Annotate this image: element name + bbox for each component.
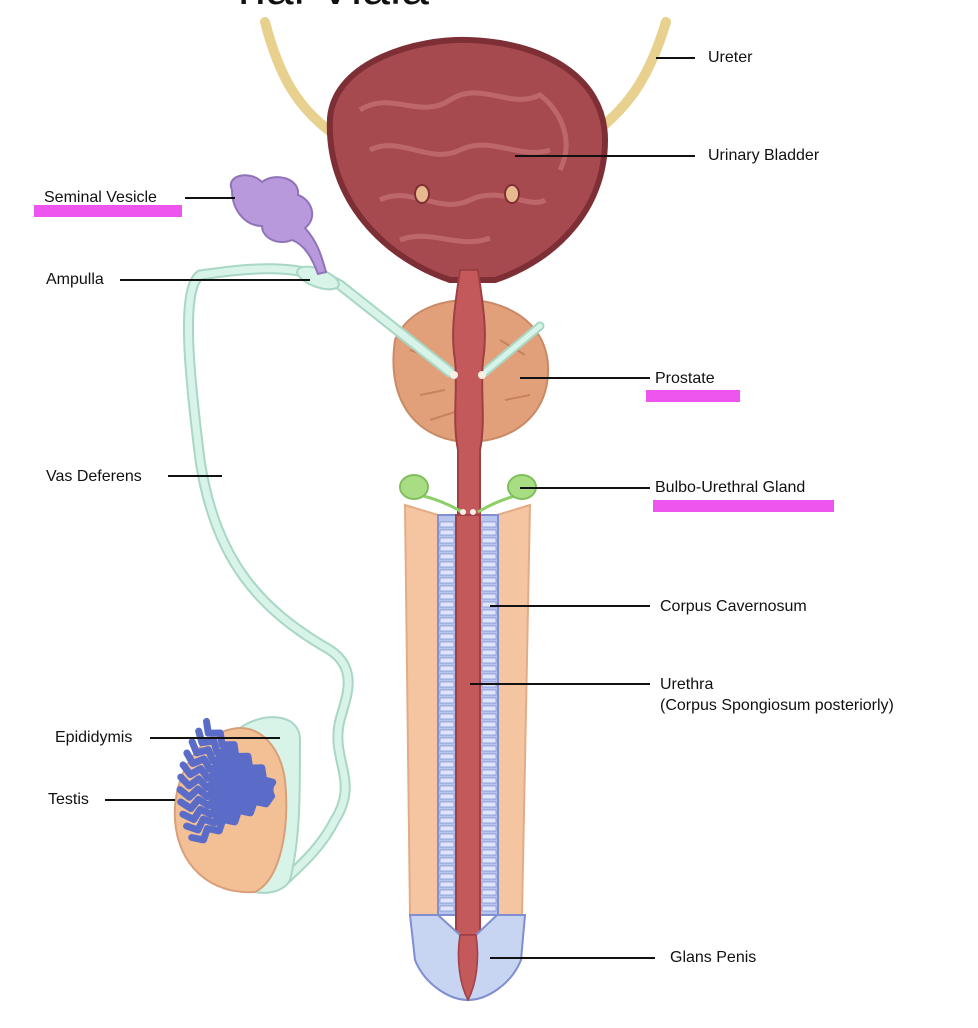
ureter-right [593, 17, 671, 135]
label-seminal-vesicle: Seminal Vesicle [44, 189, 157, 206]
corpus-cavernosum-shape [403, 503, 439, 916]
label-epididymis: Epididymis [55, 729, 133, 746]
label-prostate: Prostate [655, 370, 715, 387]
seminiferous-tubules [176, 717, 277, 844]
label-urinary-bladder: Urinary Bladder [708, 147, 820, 164]
label-ureter: Ureter [708, 49, 753, 66]
urethra-shaft [455, 514, 481, 936]
label-glans-penis: Glans Penis [670, 949, 757, 966]
label-testis: Testis [48, 791, 89, 808]
label-urethra: Urethra [660, 676, 714, 693]
bladder-shape [326, 36, 609, 283]
highlight-bulbo-urethral-gland [653, 500, 834, 512]
spongiosum-segments [439, 521, 497, 912]
highlight-prostate [646, 390, 740, 402]
label-vas-deferens: Vas Deferens [46, 468, 142, 485]
leader-lines [105, 57, 695, 959]
label-urethra-note: (Corpus Spongiosum posteriorly) [660, 697, 894, 714]
bladder-texture [358, 90, 569, 245]
label-bulbo-urethral-gland: Bulbo-Urethral Gland [655, 479, 806, 496]
seminal-vesicle-shape [229, 174, 328, 276]
ureter-left [260, 17, 340, 140]
title-fragment: nal Viala [238, 0, 429, 12]
highlight-seminal-vesicle [34, 205, 182, 217]
label-corpus-cavernosum: Corpus Cavernosum [660, 598, 807, 615]
label-ampulla: Ampulla [46, 271, 104, 288]
bulbo-gland-left [399, 474, 429, 500]
ureteric-opening-left [414, 184, 430, 204]
ureteric-opening-right [504, 184, 520, 204]
urethra-upper [452, 269, 486, 521]
